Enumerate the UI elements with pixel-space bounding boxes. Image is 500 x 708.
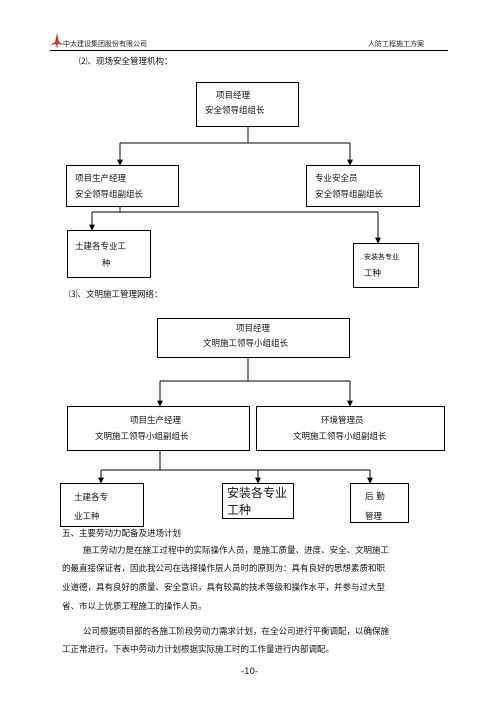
section-heading-safety: ⑵、现场安全管理机构：	[79, 57, 173, 67]
org-box-installation-trades-2: 安装各专业 工种	[222, 483, 294, 519]
document-title: 人防工程施工方案	[368, 40, 424, 48]
org-box-environment-manager: 环境管理员 文明施工领导小组副组长	[256, 406, 445, 451]
page-number: -10-	[241, 667, 258, 677]
org-box-civil-trades-2: 土建各专 业工种	[60, 483, 144, 527]
section-heading-civilized: ⑶、文明施工管理网络：	[69, 290, 163, 300]
org-box-production-manager-2: 项目生产经理 文明施工领导小组副组长	[67, 406, 250, 451]
org-box-project-manager-2: 项目经理 文明施工领导小组组长	[157, 318, 350, 358]
org-box-installation-trades: 安装各专业 工种	[353, 243, 419, 288]
org-box-project-manager: 项目经理 安全领导组组长	[196, 82, 299, 127]
org-box-civil-trades: 土建各专业工 种	[67, 230, 151, 278]
org-box-production-manager: 项目生产经理 安全领导组副组长	[66, 165, 179, 207]
section-heading-labor: 五、主要劳动力配备及进场计划	[62, 529, 182, 539]
org-box-logistics: 后 勤 管理	[350, 483, 409, 523]
company-logo-icon	[50, 33, 64, 49]
org-box-safety-officer: 专业安全员 安全领导组副组长	[306, 165, 420, 207]
company-name: 中太建设集团股份有限公司	[63, 40, 147, 48]
header-rule	[50, 50, 448, 51]
